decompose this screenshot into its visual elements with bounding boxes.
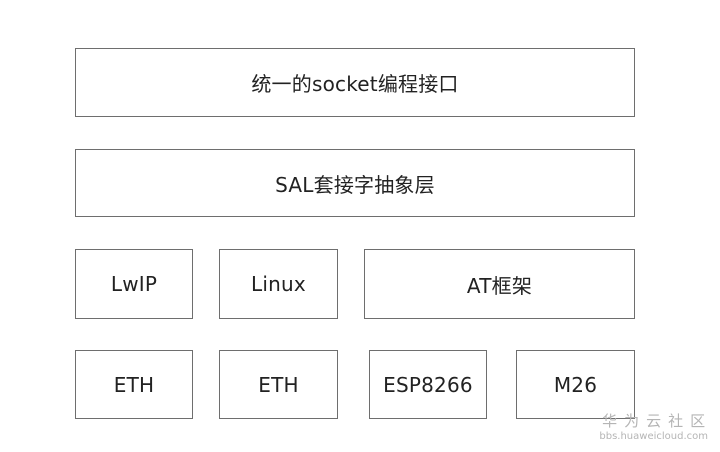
linux-label: Linux [251,272,306,296]
eth-device-box-2: ETH [219,350,338,419]
eth-label-1: ETH [113,372,155,397]
lwip-stack-box: LwIP [75,249,193,319]
m26-device-box: M26 [516,350,635,419]
at-framework-box: AT框架 [364,249,635,319]
sal-layer-label: SAL套接字抽象层 [275,172,435,197]
linux-stack-box: Linux [219,249,338,319]
sal-socket-abstraction-layer: SAL套接字抽象层 [75,149,635,217]
eth-device-box-1: ETH [75,350,193,419]
esp8266-label: ESP8266 [383,372,473,397]
watermark-url: bbs.huaweicloud.com [599,431,708,442]
watermark-title: 华为云社区 [602,412,713,430]
unified-socket-api-label: 统一的socket编程接口 [251,72,459,96]
watermark: 华为云社区 bbs.huaweicloud.com [599,412,708,443]
unified-socket-api-layer: 统一的socket编程接口 [75,48,635,117]
m26-label: M26 [553,372,598,397]
at-framework-label: AT框架 [466,273,533,298]
eth-label-2: ETH [258,372,299,397]
esp8266-device-box: ESP8266 [369,350,487,419]
lwip-label: LwIP [110,272,158,296]
